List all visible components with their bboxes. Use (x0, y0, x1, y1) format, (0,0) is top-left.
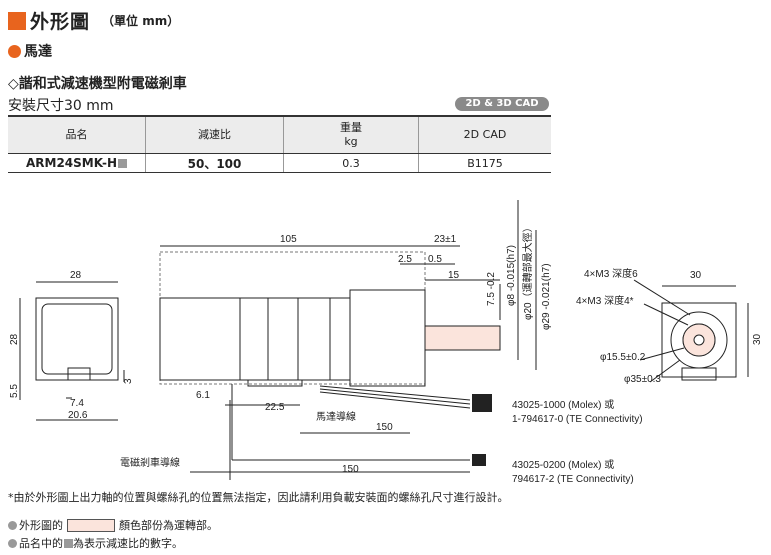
rear-view-body (661, 302, 737, 378)
gray-dot-icon (8, 538, 17, 548)
orange-square-icon (8, 11, 26, 30)
col-ratio: 減速比 (145, 115, 284, 154)
dim-150-b: 150 (342, 464, 359, 475)
side-view-brake (159, 297, 241, 381)
cell-ratio: 50、100 (145, 153, 284, 173)
col-model: 品名 (8, 115, 146, 154)
dim-5-5: 5.5 (9, 384, 20, 398)
dim-0-5: 0.5 (428, 254, 442, 265)
dim-phi8: φ8 -0.015(h7) (506, 245, 517, 306)
section-label: 馬達 (24, 44, 52, 60)
dim-7-4: 7.4 (70, 398, 84, 409)
col-weight: 重量 kg (283, 115, 419, 154)
dim-2-5: 2.5 (398, 254, 412, 265)
product-subtitle: ◇諧和式減速機型附電磁剎車 (8, 76, 187, 92)
table-header-row: 品名 減速比 重量 kg 2D CAD (8, 115, 551, 154)
dim-150-a: 150 (376, 422, 393, 433)
dim-28-top: 28 (70, 270, 82, 281)
side-view-gear (349, 289, 426, 387)
label-phi35: φ35±0.3 (624, 374, 661, 385)
connector2-line2: 794617-2 (TE Connectivity) (512, 474, 634, 485)
label-brake-lead: 電磁剎車導線 (120, 456, 180, 469)
dim-7-5: 7.5 -0.2 (486, 272, 497, 306)
label-m3-depth6: 4×M3 深度6 (584, 267, 638, 280)
heading-title: 外形圖 (30, 11, 91, 33)
dim-6-1: 6.1 (196, 390, 210, 401)
legend-color-text-b: 顏色部份為運轉部。 (119, 519, 218, 532)
dim-phi29: φ29 -0.021(h7) (541, 263, 552, 330)
brake-connector (472, 454, 486, 466)
heading-unit: （單位 mm） (102, 14, 180, 28)
section-motor: 馬達 (8, 41, 52, 61)
label-motor-lead: 馬達導線 (316, 410, 356, 423)
dim-3: 3 (123, 378, 134, 384)
spec-table: 品名 減速比 重量 kg 2D CAD ARM24SMK-H 50、100 0.… (8, 115, 551, 173)
cell-model: ARM24SMK-H (8, 153, 146, 173)
dim-105: 105 (280, 234, 297, 245)
label-phi15-5: φ15.5±0.2 (600, 352, 646, 363)
connector1-line2: 1-794617-0 (TE Connectivity) (512, 414, 643, 425)
connector1-line1: 43025-1000 (Molex) 或 (512, 399, 614, 411)
dim-15: 15 (448, 270, 460, 281)
gray-dot-icon (8, 520, 17, 530)
motor-connector (472, 394, 492, 412)
pink-swatch (67, 518, 115, 532)
dim-28-side: 28 (9, 333, 20, 345)
orange-dot-icon (8, 44, 21, 58)
footnote: *由於外形圖上出力軸的位置與螺絲孔的位置無法指定，因此請利用負載安裝面的螺絲孔尺… (8, 491, 509, 504)
dim-23: 23±1 (434, 234, 457, 245)
ratio-placeholder-icon (118, 159, 128, 168)
cell-cad[interactable]: B1175 (418, 153, 551, 173)
front-view-connector (67, 367, 91, 381)
cad-badge[interactable]: 2D & 3D CAD (455, 97, 549, 111)
dim-30-side: 30 (752, 333, 763, 345)
mount-size: 安裝尺寸30 mm (8, 98, 114, 114)
dim-phi20: φ20（運轉部最大徑） (521, 222, 534, 320)
legend-model-text-a: 品名中的 (19, 537, 63, 550)
gray-box-icon (64, 538, 73, 548)
label-m3-depth4: 4×M3 深度4* (576, 294, 634, 307)
legend-model: 品名中的 為表示減速比的數字。 (8, 535, 183, 551)
col-cad: 2D CAD (418, 115, 551, 154)
output-shaft (424, 325, 501, 351)
dim-22-5: 22.5 (265, 402, 285, 413)
legend-color: 外形圖的 顏色部份為運轉部。 (8, 517, 218, 533)
legend-model-text-b: 為表示減速比的數字。 (73, 537, 183, 550)
side-view-motor (239, 297, 351, 381)
table-row: ARM24SMK-H 50、100 0.3 B1175 (8, 153, 551, 173)
outline-heading: 外形圖 （單位 mm） (8, 7, 179, 34)
dim-30-top: 30 (690, 270, 702, 281)
connector2-line1: 43025-0200 (Molex) 或 (512, 459, 614, 471)
legend-color-text-a: 外形圖的 (19, 519, 63, 532)
dim-20-6: 20.6 (68, 410, 88, 421)
cell-weight: 0.3 (283, 153, 419, 173)
